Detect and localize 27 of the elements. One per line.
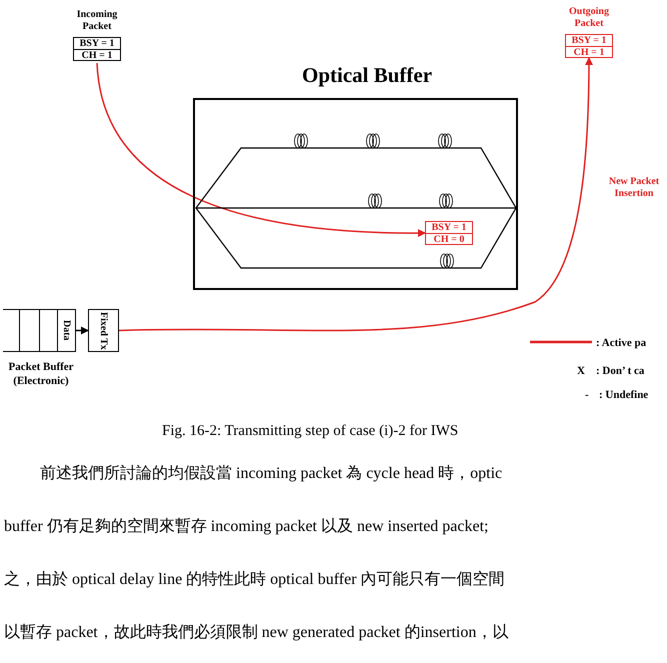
transmitter-label: Fixed Tx — [98, 312, 109, 350]
arrow — [118, 57, 593, 332]
paragraph-line: 以暫存 packet，故此時我們必須限制 new generated packet 的insertion，以 — [4, 622, 508, 643]
figure-caption: Fig. 16-2: Transmitting step of case (i)-2 for IWS — [162, 422, 458, 441]
buffer-caption: Packet Buffer (Electronic) — [7, 360, 75, 388]
legend-text: : Undefine — [599, 388, 648, 403]
legend-symbol: X — [577, 364, 585, 379]
field-value: CH = 1 — [566, 46, 612, 57]
optical-buffer-frame — [193, 98, 518, 290]
cell-text: Data — [60, 320, 73, 341]
legend-symbol: - — [585, 388, 589, 403]
paragraph-line: 前述我們所討論的均假設當 incoming packet 為 cycle head 時，optic — [40, 464, 502, 484]
arrow — [76, 326, 89, 334]
arrow — [96, 62, 426, 237]
paragraph-line: 之，由於 optical delay line 的特性此時 optical buffer 內可能只有一個空間 — [4, 570, 505, 590]
field-value: BSY = 1 — [78, 38, 116, 49]
field-value: BSY = 1 — [430, 222, 468, 233]
transmitter-box — [88, 309, 119, 352]
field-value: CH = 0 — [426, 233, 472, 244]
paragraph-line: buffer 仍有足夠的空間來暫存 incoming packet 以及 new inserted packet; — [4, 516, 488, 537]
packet-label: Outgoing Packet — [568, 6, 610, 30]
field-value: CH = 1 — [74, 49, 120, 60]
field-value: BSY = 1 — [570, 35, 608, 46]
legend-text: : Don’ t ca — [596, 364, 644, 379]
buffer-title: Optical Buffer — [302, 63, 432, 87]
packet-label: Incoming Packet — [76, 9, 118, 33]
legend-text: : Active pa — [596, 336, 646, 351]
